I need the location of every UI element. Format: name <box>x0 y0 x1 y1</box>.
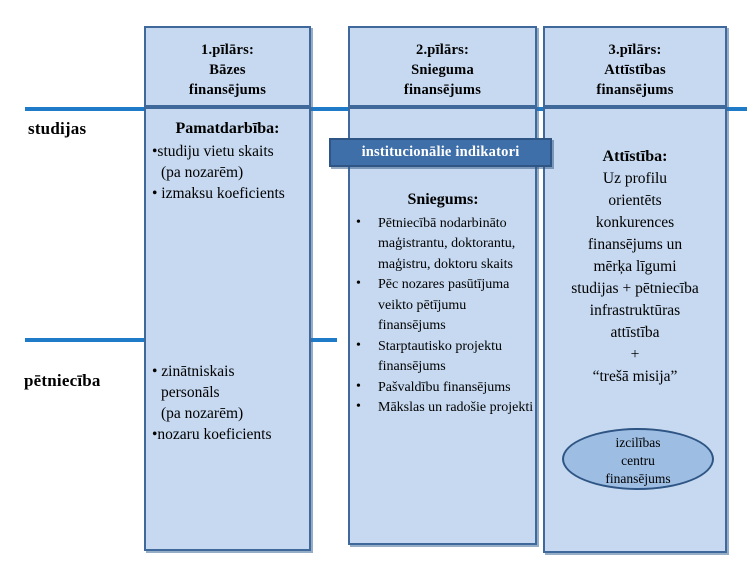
pillar-3-title: Attīstība: <box>602 148 668 165</box>
pillar-3-header-line-2: Attīstības <box>604 62 666 78</box>
pillar-3-header-line-3: finansējums <box>596 82 674 98</box>
pillar-1-petnieciba-line-3: (pa nozarēm) <box>161 405 244 422</box>
pillar-1-header-box: 1.pīlārs: Bāzes finansējums <box>144 26 311 107</box>
pillar-3-line-1: Uz profilu <box>602 170 668 187</box>
pillar-3-line-2: orientēts <box>608 192 662 209</box>
pillar-3-line-3: konkurences <box>595 214 675 231</box>
pillar-3-content: Attīstība: Uz profilu orientēts konkuren… <box>546 146 724 388</box>
pillar-1-header-text: 1.pīlārs: Bāzes finansējums <box>146 28 309 100</box>
row-label-studijas: studijas <box>28 119 87 138</box>
pillar-1-studijas-title: Pamatdarbība: <box>175 120 280 137</box>
pillar-3-line-4: finansējums un <box>587 236 683 253</box>
pillar-3-header-box: 3.pīlārs: Attīstības finansējums <box>543 26 727 107</box>
pillar-3-line-6: studijas + pētniecība <box>571 280 699 297</box>
pillar-1-petnieciba-block: • zinātniskais personāls (pa nozarēm) •n… <box>146 361 309 445</box>
pillar-1-header-line-2: Bāzes <box>209 62 246 78</box>
list-item: Pēc nozares pasūtījuma veikto pētījumu f… <box>352 274 534 337</box>
pillar-3-line-10: “trešā misija” <box>592 368 678 385</box>
institutional-indicators-banner: institucionālie indikatori <box>329 138 552 167</box>
ellipse-line-3: finansējums <box>605 471 671 486</box>
pillar-3-line-8: attīstība <box>610 324 660 341</box>
pillar-1-header-line-1: 1.pīlārs: <box>201 42 254 58</box>
pillar-1-studijas-line-1: •studiju vietu skaits <box>152 143 274 160</box>
pillar-3-line-5: mērķa līgumi <box>593 258 677 275</box>
pillar-2-header-line-1: 2.pīlārs: <box>416 42 469 58</box>
pillar-1-header-line-3: finansējums <box>188 82 267 98</box>
ellipse-line-2: centru <box>621 453 655 468</box>
excellence-centres-ellipse: izcilības centru finansējums <box>562 428 714 490</box>
pillar-1-petnieciba-line-2: personāls <box>161 384 220 401</box>
pillar-2-header-line-2: Snieguma <box>411 62 474 78</box>
ellipse-line-1: izcilības <box>615 435 661 450</box>
pillar-2-header-line-3: finansējums <box>403 82 482 98</box>
list-item: Mākslas un radošie projekti <box>352 397 534 419</box>
pillar-1-studijas-block: Pamatdarbība: •studiju vietu skaits (pa … <box>146 118 309 204</box>
pillar-3-line-7: infrastruktūras <box>589 302 681 319</box>
pillar-2-content: Sniegums: Pētniecībā nodarbināto maģistr… <box>352 190 534 419</box>
pillar-1-petnieciba-line-4: •nozaru koeficients <box>152 426 272 443</box>
pillar-1-petnieciba-line-1: • zinātniskais <box>152 363 235 380</box>
list-item: Starptautisko projektu finansējums <box>352 336 534 378</box>
pillar-1-body-box <box>144 107 311 551</box>
pillar-3-line-9: + <box>630 346 640 363</box>
pillar-2-list: Pētniecībā nodarbināto maģistrantu, dokt… <box>352 213 534 419</box>
row-label-petnieciba: pētniecība <box>24 371 101 390</box>
pillar-2-title: Sniegums: <box>407 191 479 208</box>
list-item: Pētniecībā nodarbināto maģistrantu, dokt… <box>352 213 534 276</box>
pillar-2-header-box: 2.pīlārs: Snieguma finansējums <box>348 26 537 107</box>
pillar-3-header-line-1: 3.pīlārs: <box>608 42 662 58</box>
pillar-1-studijas-line-2: (pa nozarēm) <box>161 164 244 181</box>
list-item: Pašvaldību finansējums <box>352 377 534 399</box>
pillar-1-studijas-line-3: • izmaksu koeficients <box>152 185 285 202</box>
pillar-2-header-text: 2.pīlārs: Snieguma finansējums <box>350 28 535 100</box>
pillar-3-header-text: 3.pīlārs: Attīstības finansējums <box>545 28 725 100</box>
